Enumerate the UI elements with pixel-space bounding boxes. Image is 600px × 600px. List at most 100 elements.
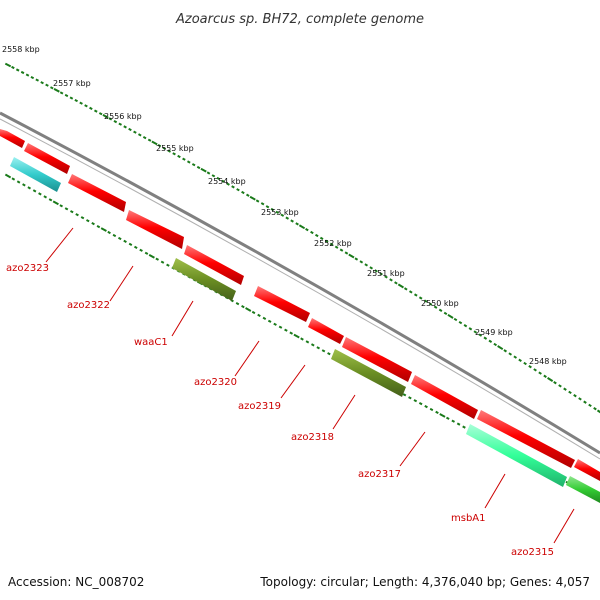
cds-feature[interactable] bbox=[24, 143, 70, 174]
cyan-feature[interactable] bbox=[10, 157, 61, 192]
major-tick bbox=[497, 345, 504, 351]
cds-feature[interactable] bbox=[574, 459, 600, 481]
gene-label[interactable]: azo2319 bbox=[238, 401, 281, 412]
minor-tick bbox=[311, 343, 315, 347]
minor-tick bbox=[443, 311, 448, 316]
major-tick bbox=[4, 173, 12, 179]
minor-tick bbox=[59, 91, 64, 95]
minor-tick bbox=[123, 239, 127, 244]
gene-label[interactable]: azo2315 bbox=[511, 547, 554, 558]
kbp-label: 2550 kbp bbox=[421, 299, 459, 308]
teal-feature[interactable] bbox=[466, 424, 567, 487]
minor-tick bbox=[408, 290, 413, 294]
minor-tick bbox=[167, 149, 171, 153]
minor-tick bbox=[394, 281, 398, 285]
major-tick bbox=[200, 167, 207, 173]
gene-label[interactable]: msbA1 bbox=[451, 513, 486, 524]
minor-tick bbox=[45, 83, 49, 87]
cds-feature[interactable] bbox=[308, 318, 344, 344]
minor-tick bbox=[265, 205, 270, 209]
minor-tick bbox=[139, 248, 143, 252]
major-tick bbox=[298, 224, 306, 230]
minor-tick bbox=[74, 99, 78, 103]
minor-tick bbox=[147, 138, 152, 142]
minor-tick bbox=[196, 165, 201, 170]
gene-label[interactable]: azo2322 bbox=[67, 300, 110, 311]
green-feature[interactable] bbox=[566, 476, 600, 503]
kbp-label: 2552 kbp bbox=[314, 239, 352, 248]
gene-label[interactable]: azo2318 bbox=[291, 432, 334, 443]
minor-tick bbox=[473, 330, 478, 334]
minor-tick bbox=[463, 324, 468, 328]
gene-label[interactable]: waaC1 bbox=[134, 337, 168, 348]
minor-tick bbox=[533, 368, 537, 372]
major-tick bbox=[397, 283, 404, 289]
minor-tick bbox=[458, 320, 463, 325]
minor-tick bbox=[369, 266, 374, 270]
minor-tick bbox=[20, 70, 25, 75]
cds-feature[interactable] bbox=[477, 410, 575, 468]
minor-tick bbox=[108, 117, 113, 121]
kbp-label: 2557 kbp bbox=[53, 79, 91, 88]
minor-tick bbox=[295, 222, 299, 226]
minor-tick bbox=[270, 207, 275, 212]
minor-tick bbox=[438, 308, 443, 312]
minor-tick bbox=[402, 393, 407, 397]
minor-tick bbox=[84, 104, 88, 108]
minor-tick bbox=[339, 248, 344, 252]
map-title: Azoarcus sp. BH72, complete genome bbox=[175, 12, 424, 27]
olive-feature[interactable] bbox=[331, 349, 406, 397]
minor-tick bbox=[255, 199, 260, 203]
minor-tick bbox=[483, 336, 488, 340]
minor-tick bbox=[123, 125, 127, 129]
kbp-label: 2553 kbp bbox=[261, 208, 299, 217]
minor-tick bbox=[133, 130, 137, 134]
minor-tick bbox=[241, 190, 245, 195]
minor-tick bbox=[30, 76, 35, 80]
minor-tick bbox=[118, 236, 122, 241]
major-tick bbox=[151, 140, 158, 146]
kbp-labels: 2558 kbp 2557 kbp 2556 kbp 2555 kbp 2554… bbox=[2, 45, 567, 366]
olive-feature[interactable] bbox=[172, 258, 236, 301]
minor-tick bbox=[32, 189, 37, 193]
cds-feature[interactable] bbox=[0, 129, 25, 148]
minor-tick bbox=[462, 425, 466, 429]
minor-tick bbox=[305, 227, 309, 232]
minor-tick bbox=[187, 160, 191, 164]
minor-tick bbox=[285, 216, 289, 220]
minor-tick bbox=[503, 349, 508, 353]
gene-label[interactable]: azo2317 bbox=[358, 469, 401, 480]
minor-tick bbox=[359, 260, 364, 264]
cds-feature[interactable] bbox=[342, 337, 412, 382]
cds-feature[interactable] bbox=[411, 375, 478, 419]
minor-tick bbox=[134, 245, 138, 250]
gene-label[interactable]: azo2323 bbox=[6, 263, 49, 274]
minor-tick bbox=[86, 219, 90, 223]
minor-tick bbox=[334, 245, 339, 249]
minor-tick bbox=[216, 176, 221, 181]
gene-label[interactable]: azo2320 bbox=[194, 377, 237, 388]
minor-tick bbox=[518, 358, 522, 362]
genome-backbone bbox=[0, 111, 600, 460]
minor-tick bbox=[423, 299, 428, 303]
major-tick bbox=[596, 409, 600, 415]
cds-feature[interactable] bbox=[184, 245, 244, 285]
minor-tick bbox=[280, 213, 285, 217]
minor-tick bbox=[413, 293, 418, 297]
minor-tick bbox=[324, 239, 329, 243]
minor-tick bbox=[50, 86, 54, 90]
kbp-label: 2549 kbp bbox=[475, 328, 513, 337]
cds-feature[interactable] bbox=[254, 286, 310, 322]
cds-feature[interactable] bbox=[68, 174, 126, 212]
major-tick bbox=[245, 307, 252, 312]
minor-tick bbox=[563, 387, 567, 391]
cds-feature[interactable] bbox=[126, 210, 184, 249]
minor-tick bbox=[354, 257, 359, 261]
minor-tick bbox=[246, 193, 250, 197]
minor-tick bbox=[435, 410, 439, 414]
minor-tick bbox=[418, 296, 423, 300]
minor-tick bbox=[456, 422, 461, 426]
minor-tick bbox=[300, 337, 304, 341]
minor-tick bbox=[59, 204, 63, 208]
minor-tick bbox=[379, 272, 383, 276]
